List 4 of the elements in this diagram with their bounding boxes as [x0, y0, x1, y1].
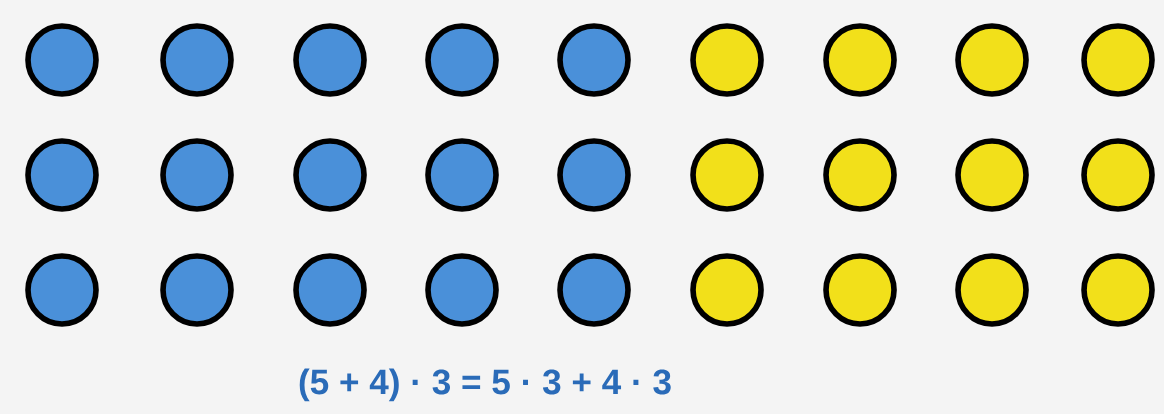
equation: (5 + 4) · 3 = 5 · 3 + 4 · 3 — [299, 368, 671, 402]
dot — [1081, 253, 1155, 327]
dot — [1081, 138, 1155, 212]
dot — [1081, 23, 1155, 97]
